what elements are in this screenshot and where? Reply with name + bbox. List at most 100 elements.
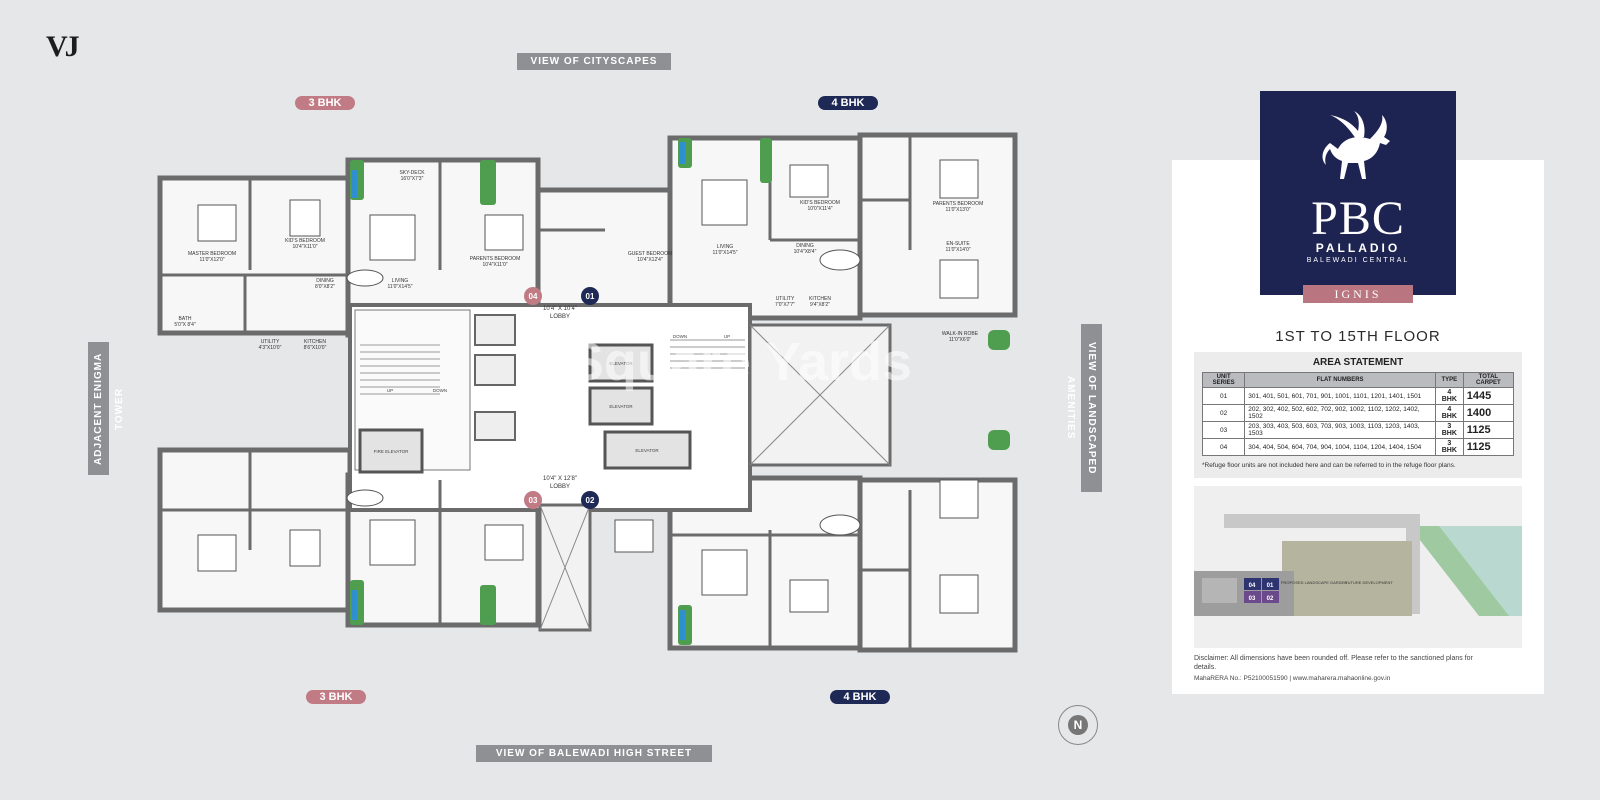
table-row: 02 202, 302, 402, 502, 602, 702, 902, 10… <box>1201 404 1515 422</box>
cell-unit: 04 <box>1201 438 1246 456</box>
room-dining-a: DINING <box>316 278 334 284</box>
room-living-b-dim: 11'0"X14'5" <box>712 250 737 256</box>
room-kids-bedroom-b-dim: 10'0"X11'4" <box>807 206 832 212</box>
room-utility-a-dim: 4'3"X10'0" <box>259 345 282 351</box>
ignis-tag: IGNIS <box>1303 285 1413 303</box>
room-master-bedroom-a: MASTER BEDROOM <box>188 251 236 257</box>
cell-carpet: 1445 <box>1462 387 1515 405</box>
area-statement-table: UNIT SERIES FLAT NUMBERS TYPE TOTAL CARP… <box>1201 372 1515 456</box>
elevator-3-label: ELEVATOR <box>635 448 659 453</box>
unit-badge-01: 01 <box>586 292 595 301</box>
rera-info: MahaRERA No.: P52100051590 | www.maharer… <box>1194 675 1391 682</box>
table-row: 01 301, 401, 501, 601, 701, 901, 1001, 1… <box>1201 387 1515 405</box>
elevator-2 <box>588 386 654 426</box>
room-living-b: LIVING <box>717 244 734 250</box>
site-plan: 04 01 03 02 PROPOSED LANDSCAPE GARDEN FU… <box>1194 486 1522 648</box>
brand-palladio: PALLADIO <box>1315 241 1401 255</box>
room-parents-b: PARENTS BEDROOM <box>933 201 983 207</box>
disclaimer: Disclaimer: All dimensions have been rou… <box>1194 655 1473 671</box>
svg-text:03: 03 <box>1249 596 1256 602</box>
room-living-a: LIVING <box>392 278 409 284</box>
pbc-brand-card: PBC PALLADIO BALEWADI CENTRAL <box>1260 91 1456 295</box>
fire-elevator <box>358 428 424 474</box>
lobby-bottom-name: LOBBY <box>550 484 570 490</box>
cell-flats: 203, 303, 403, 503, 603, 703, 903, 1003,… <box>1244 421 1436 439</box>
unit-03-left-block <box>157 447 353 613</box>
cell-flats: 301, 401, 501, 601, 701, 901, 1001, 1101… <box>1244 387 1436 405</box>
room-sky-deck-a: SKY-DECK <box>399 170 425 176</box>
cell-flats: 304, 404, 504, 604, 704, 904, 1004, 1104… <box>1244 438 1436 456</box>
cell-carpet: 1125 <box>1462 438 1515 456</box>
svg-text:04: 04 <box>1249 583 1256 589</box>
cell-flats: 202, 302, 402, 502, 602, 702, 902, 1002,… <box>1244 404 1436 422</box>
unit-tag-4bhk-top: 4 BHK <box>818 96 878 110</box>
header-unit-series: UNIT SERIES <box>1201 372 1246 388</box>
room-en-suite: EN-SUITE <box>946 241 970 247</box>
room-sky-deck-a-dim: 16'0"X7'3" <box>401 176 424 182</box>
unit-01-right-block <box>857 132 1018 318</box>
svg-text:01: 01 <box>1267 583 1274 589</box>
cell-type: 4 BHK <box>1434 404 1464 422</box>
vj-logo: VJ <box>46 30 80 63</box>
unit-tag-3bhk-top: 3 BHK <box>295 96 355 110</box>
brand-pbc: PBC <box>1311 192 1405 245</box>
cell-type: 3 BHK <box>1434 438 1464 456</box>
cell-unit: 01 <box>1201 387 1246 405</box>
room-kids-bedroom-a-dim: 10'4"X11'0" <box>292 244 317 250</box>
room-dining-b-dim: 10'4"X8'4" <box>794 249 817 255</box>
floor-plan: ELEVATOR ELEVATOR ELEVATOR FIRE ELEVATOR… <box>157 132 1018 653</box>
room-utility-b-dim: 7'0"X7'7" <box>775 302 795 308</box>
lobby-top-name: LOBBY <box>550 314 570 320</box>
north-compass-icon: N <box>1058 705 1098 745</box>
brand-balewadi: BALEWADI CENTRAL <box>1306 257 1410 264</box>
floor-title: 1ST TO 15TH FLOOR <box>1275 328 1441 345</box>
stair-up-label-2: UP <box>724 334 730 339</box>
room-parents-b-dim: 11'0"X13'0" <box>945 207 970 213</box>
cell-unit: 02 <box>1201 404 1246 422</box>
unit-badge-04: 04 <box>529 292 538 301</box>
room-kitchen-a: KITCHEN <box>304 339 326 345</box>
lobby-bottom-dim: 10'4" X 12'8" <box>543 476 577 482</box>
room-kids-bedroom-a: KID'S BEDROOM <box>285 238 325 244</box>
room-guest-bedroom-dim: 10'4"X12'4" <box>637 257 663 263</box>
header-total-carpet: TOTAL CARPET <box>1462 372 1515 388</box>
fire-elevator-label: FIRE ELEVATOR <box>374 449 410 454</box>
view-bottom-label: VIEW OF BALEWADI HIGH STREET <box>476 745 712 762</box>
cell-unit: 03 <box>1201 421 1246 439</box>
room-guest-bedroom: GUEST BEDROOM <box>628 251 672 257</box>
svg-text:02: 02 <box>1267 596 1274 602</box>
unit-badge-02: 02 <box>586 496 595 505</box>
cell-carpet: 1400 <box>1462 404 1515 422</box>
cell-type: 4 BHK <box>1434 387 1464 405</box>
cell-carpet: 1125 <box>1462 421 1515 439</box>
unit-badge-03: 03 <box>529 496 538 505</box>
room-dining-b: DINING <box>796 243 814 249</box>
header-type: TYPE <box>1434 372 1464 388</box>
area-statement-title: AREA STATEMENT <box>1312 357 1404 368</box>
room-kitchen-a-dim: 8'6"X10'0" <box>304 345 327 351</box>
watermark: Square Yards <box>568 332 912 392</box>
room-parents-a-dim: 10'4"X11'0" <box>482 262 507 268</box>
header-flat-numbers: FLAT NUMBERS <box>1244 372 1436 388</box>
unit-02-right-block <box>857 477 1018 653</box>
unit-tag-4bhk-bottom: 4 BHK <box>830 690 890 704</box>
pegasus-logo-icon <box>1322 111 1390 179</box>
room-en-suite-dim: 11'0"X14'0" <box>945 247 970 253</box>
stair-down-label: DOWN <box>433 388 447 393</box>
lobby-top-dim: 10'4" X 10'4" <box>543 306 577 312</box>
site-future-label: FUTURE DEVELOPMENT <box>1345 580 1393 585</box>
room-kitchen-b-dim: 9'4"X8'2" <box>810 302 830 308</box>
cell-type: 3 BHK <box>1434 421 1464 439</box>
elevator-3 <box>603 430 692 470</box>
stair-down-label-2: DOWN <box>673 334 687 339</box>
room-dining-a-dim: 8'0"X8'2" <box>315 284 335 290</box>
room-walk-in-robe: WALK-IN ROBE <box>942 331 979 337</box>
table-row: 04 304, 404, 504, 604, 704, 904, 1004, 1… <box>1201 438 1515 456</box>
site-proposed-label: PROPOSED LANDSCAPE GARDEN <box>1281 580 1347 585</box>
room-living-a-dim: 11'0"X14'5" <box>387 284 412 290</box>
unit-tag-3bhk-bottom: 3 BHK <box>306 690 366 704</box>
refuge-note: *Refuge floor units are not included her… <box>1202 462 1456 469</box>
room-parents-a: PARENTS BEDROOM <box>470 256 520 262</box>
view-right-label: VIEW OF LANDSCAPED AMENITIES <box>1065 324 1102 492</box>
room-master-bedroom-a-dim: 11'0"X12'0" <box>199 257 224 263</box>
